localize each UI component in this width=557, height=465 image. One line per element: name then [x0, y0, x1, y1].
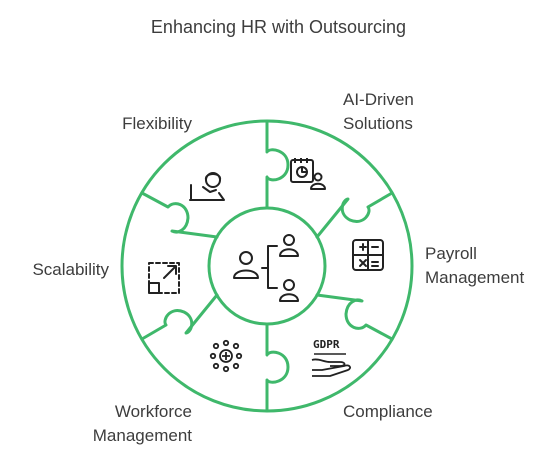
- network-nodes-icon: [209, 339, 243, 373]
- calculator-icon: [352, 239, 384, 271]
- expand-arrows-icon: [148, 262, 180, 294]
- divider-top: [265, 119, 290, 210]
- svg-text:GDPR: GDPR: [313, 338, 340, 351]
- person-on-desk-icon: [189, 172, 225, 201]
- label-flexibility: Flexibility: [122, 114, 192, 133]
- divider-upper-right: [315, 191, 394, 239]
- gdpr-hand-icon: GDPR: [311, 338, 351, 377]
- label-scalability: Scalability: [32, 260, 109, 279]
- org-chart-icon: [233, 234, 299, 302]
- analytics-person-icon: [290, 158, 326, 190]
- divider-upper-left: [140, 191, 219, 239]
- diagram-title: Enhancing HR with Outsourcing: [150, 17, 407, 37]
- divider-lower-left: [140, 293, 219, 341]
- divider-bottom: [265, 322, 290, 413]
- divider-lower-right: [315, 293, 394, 341]
- label-compliance: Compliance: [343, 402, 433, 421]
